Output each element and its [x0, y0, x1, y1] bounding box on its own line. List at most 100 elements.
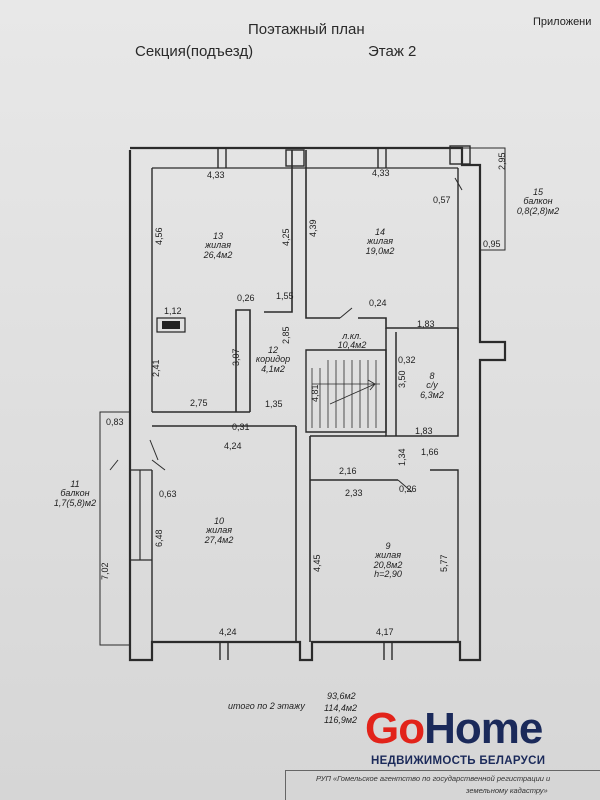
balcony-11	[99, 411, 130, 646]
dim-0-31: 0,31	[232, 422, 250, 432]
dim-0-24: 0,24	[369, 298, 387, 308]
room-8-number: 8	[429, 371, 435, 381]
room-9-area: 20,8м2	[373, 559, 403, 570]
room-8-type: с/у	[426, 380, 438, 391]
dim-0-63: 0,63	[159, 489, 177, 499]
dim-1-66: 1,66	[421, 447, 439, 457]
corridor-walls	[264, 298, 458, 329]
room-10-area: 27,4м2	[204, 534, 234, 545]
room-12-type: коридор	[255, 354, 291, 365]
dim-4-39: 4,39	[308, 219, 318, 237]
wall-10-9	[295, 426, 311, 642]
door-swing-9	[397, 479, 413, 493]
window-bottom-left	[219, 642, 229, 660]
totals-value-2: 114,4м2	[324, 703, 358, 713]
room-8-label: 8 с/у 6,3м2	[420, 371, 444, 400]
logo-subtitle: НЕДВИЖИМОСТЬ БЕЛАРУСИ	[371, 755, 546, 767]
bathroom-walls	[385, 328, 459, 437]
room-15-label: 15 балкон 0,8(2,8)м2	[516, 187, 560, 216]
footer-line-2: земельному кадастру»	[466, 786, 548, 795]
dim-0-26: 0,26	[237, 293, 255, 303]
stair-label: л.кл. 10,4м2	[337, 331, 367, 351]
dim-1-35: 1,35	[265, 399, 283, 409]
balcony-door	[130, 469, 152, 561]
logo-wordmark: GoHome	[365, 704, 543, 753]
dim-2-41: 2,41	[151, 359, 161, 377]
wall-13-14	[291, 150, 307, 298]
dim-2-33: 2,33	[345, 488, 363, 498]
dim-1-83-bottom: 1,83	[415, 426, 433, 436]
totals-label: итого по 2 этажу	[228, 701, 305, 711]
room-10-label: 10 жилая 27,4м2	[204, 516, 234, 545]
room-9-label: 9 жилая 20,8м2 h=2,90	[373, 541, 403, 580]
window-bottom-right	[383, 642, 393, 660]
room-14-label: 14 жилая 19,0м2	[365, 227, 395, 256]
door-swing-13	[149, 439, 159, 461]
dim-2-85: 2,85	[281, 326, 291, 344]
room-12-area: 4,1м2	[261, 363, 285, 374]
wall-9-top	[310, 435, 459, 642]
room-15-type: балкон	[523, 196, 553, 207]
room-10-number: 10	[213, 516, 225, 526]
door-swing-14	[339, 307, 353, 319]
logo-go: Go	[365, 704, 425, 753]
room-12-number: 12	[267, 345, 279, 355]
dim-6-48: 6,48	[154, 529, 164, 547]
dim-0-83: 0,83	[106, 417, 124, 427]
dim-4-81: 4,81	[310, 384, 320, 402]
dim-4-25: 4,25	[281, 228, 291, 246]
room-9-number: 9	[385, 541, 391, 551]
wall-13-bottom	[152, 309, 296, 427]
dim-4-17: 4,17	[376, 627, 394, 637]
room-9-height: h=2,90	[374, 569, 402, 580]
room-11-type: балкон	[60, 488, 90, 499]
stair-steps	[311, 360, 380, 428]
section-label: Секция(подъезд)	[135, 43, 254, 60]
dim-3-07: 3,07	[231, 348, 241, 366]
dim-1-34: 1,34	[397, 448, 407, 466]
room-14-number: 14	[374, 227, 386, 237]
room-9-type: жилая	[374, 550, 402, 561]
stair-number: л.кл.	[342, 331, 362, 341]
totals-value-1: 93,6м2	[327, 691, 356, 701]
room-13-type: жилая	[204, 240, 232, 251]
dim-0-26-b: 0,26	[399, 484, 417, 494]
dim-2-95: 2,95	[497, 152, 507, 170]
gohome-logo[interactable]: GoHome НЕДВИЖИМОСТЬ БЕЛАРУСИ	[365, 707, 555, 769]
plan-title: Поэтажный план	[248, 21, 365, 38]
room-11-label: 11 балкон 1,7(5,8)м2	[53, 479, 97, 508]
room-13-area: 26,4м2	[203, 249, 233, 260]
door-swing-balcony	[109, 459, 119, 471]
dim-5-77: 5,77	[439, 554, 449, 572]
room-14-area: 19,0м2	[365, 245, 395, 256]
logo-home: Home	[424, 704, 543, 753]
window-top-right	[377, 148, 387, 168]
stair-arrow	[329, 379, 376, 405]
room-14-type: жилая	[366, 236, 394, 247]
totals-value-3: 116,9м2	[324, 715, 358, 725]
room-11-number: 11	[70, 479, 80, 489]
window-top-left	[217, 148, 227, 168]
room-13-number: 13	[212, 231, 224, 241]
room-15-number: 15	[532, 187, 544, 197]
appendix-label: Приложени	[533, 16, 592, 28]
dim-4-24-bottom: 4,24	[219, 627, 237, 637]
dim-7-02: 7,02	[100, 562, 110, 580]
balcony-15	[462, 147, 506, 251]
room-13-label: 13 жилая 26,4м2	[203, 231, 233, 260]
room-15-area: 0,8(2,8)м2	[516, 205, 560, 216]
dim-4-33-left: 4,33	[207, 170, 225, 180]
room-8-area: 6,3м2	[420, 389, 444, 400]
dim-0-32: 0,32	[398, 355, 416, 365]
dim-1-55: 1,55	[276, 291, 294, 301]
footer-stamp: РУП «Гомельское агентство по государстве…	[285, 770, 600, 800]
dim-4-45: 4,45	[312, 554, 322, 572]
dim-1-83-top: 1,83	[417, 319, 435, 329]
stove-block	[156, 317, 186, 333]
stair-area: 10,4м2	[337, 340, 367, 351]
dim-2-75: 2,75	[190, 398, 208, 408]
dim-4-33-right: 4,33	[372, 168, 390, 178]
room-11-area: 1,7(5,8)м2	[53, 497, 97, 508]
